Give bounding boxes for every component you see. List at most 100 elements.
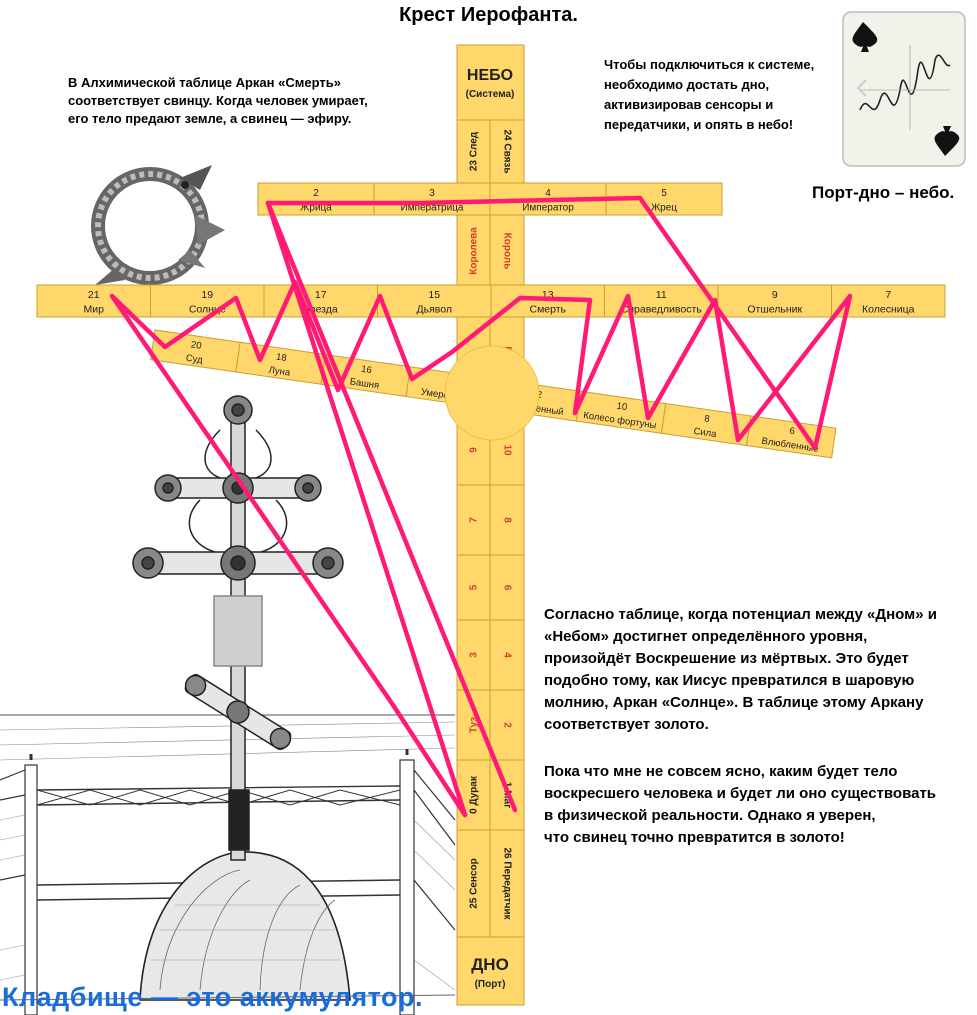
vertical-cell-label: 8 bbox=[501, 517, 512, 523]
vertical-cell-label: 9 bbox=[469, 447, 480, 453]
uncertain-note: Пока что мне не совсем ясно, каким будет… bbox=[544, 761, 974, 849]
vertical-cell-label: 10 bbox=[501, 444, 512, 456]
alchemy-note-line: В Алхимической таблице Аркан «Смерть» bbox=[68, 75, 341, 90]
zigzag-tail bbox=[390, 702, 468, 818]
vertical-cell-label: Туз bbox=[469, 717, 480, 733]
vertical-cell-label: 7 bbox=[469, 517, 480, 523]
connect-note: Чтобы подключиться к системе, необходимо… bbox=[604, 55, 844, 135]
arcana-number: 6 bbox=[789, 426, 796, 438]
arcana-number: 10 bbox=[616, 401, 628, 413]
arcana-number: 2 bbox=[313, 188, 319, 199]
alchemy-note: В Алхимической таблице Аркан «Смерть» со… bbox=[68, 74, 448, 128]
arcana-name: Жрец bbox=[651, 203, 677, 214]
cemetery-caption: Кладбище — это аккумулятор. bbox=[2, 982, 424, 1012]
arcana-name: Императрица bbox=[401, 203, 464, 214]
alchemy-note-line: соответствует свинцу. Когда человек умир… bbox=[68, 93, 368, 108]
vertical-cell-label: 24 Связь bbox=[501, 129, 512, 173]
uncertain-note-line: что свинец точно превратится в золото! bbox=[544, 829, 845, 846]
connect-note-line: необходимо достать дно, bbox=[604, 77, 770, 92]
arcana-name: Сила bbox=[693, 426, 718, 440]
arcana-name: Смерть bbox=[529, 304, 566, 316]
vertical-cell-label: 3 bbox=[469, 652, 480, 658]
port-label: Порт-дно – небо. bbox=[812, 183, 955, 202]
arcana-name: Башня bbox=[349, 376, 380, 391]
vertical-cell-label: 5 bbox=[469, 584, 480, 590]
arcana-cell bbox=[373, 182, 491, 216]
ouroboros-dragon-icon bbox=[91, 165, 225, 285]
vertical-cell bbox=[456, 554, 492, 621]
arcana-number: 8 bbox=[704, 413, 711, 425]
vertical-cell bbox=[489, 829, 525, 938]
arcana-number: 19 bbox=[201, 289, 213, 301]
arcana-number: 11 bbox=[656, 289, 667, 301]
uncertain-note-line: Пока что мне не совсем ясно, каким будет… bbox=[544, 763, 898, 780]
vertical-cell bbox=[489, 689, 525, 761]
page-title: Крест Иерофанта. bbox=[399, 4, 578, 26]
middle-crossbar: 21Мир19Солнце17Звезда15Дьявол13Смерть11С… bbox=[36, 284, 946, 318]
arcana-number: 4 bbox=[545, 188, 551, 199]
arcana-name: Дьявол bbox=[417, 304, 452, 316]
bottom-title: ДНО bbox=[471, 955, 509, 974]
vertical-cell-label: Король bbox=[501, 233, 512, 270]
arcana-name: Справедливость bbox=[621, 304, 702, 316]
vertical-cell-label: 0 Дурак bbox=[469, 775, 480, 814]
resurrection-note-line: соответствует золото. bbox=[544, 716, 709, 733]
arcana-number: 5 bbox=[661, 188, 667, 199]
arcana-cell bbox=[717, 284, 832, 318]
resurrection-note-line: подобно тому, как Иисус превратился в ша… bbox=[544, 672, 915, 689]
vertical-cell-label: Королева bbox=[469, 227, 480, 275]
arcana-name: Колесница bbox=[862, 304, 915, 316]
arcana-cell bbox=[257, 182, 375, 216]
vertical-cell-label: 23 След bbox=[469, 131, 480, 171]
vertical-cell-label: 2 bbox=[501, 722, 512, 728]
arcana-name: Мир bbox=[84, 304, 105, 316]
arcana-number: 17 bbox=[315, 289, 327, 301]
vertical-cell bbox=[489, 554, 525, 621]
vertical-cell bbox=[489, 214, 525, 288]
uncertain-note-line: в физической реальности. Однако я уверен… bbox=[544, 807, 876, 824]
vertical-cell-label: 26 Передатчик bbox=[501, 847, 512, 920]
zigzag-path bbox=[109, 195, 853, 818]
arcana-name: Отшельник bbox=[747, 304, 802, 316]
arcana-cell bbox=[235, 341, 326, 385]
sky-subtitle: (Система) bbox=[466, 89, 515, 100]
grave-fence-icon bbox=[0, 714, 456, 1015]
vertical-cell bbox=[456, 484, 492, 556]
arcana-number: 16 bbox=[360, 364, 372, 376]
arcana-number: 3 bbox=[429, 188, 435, 199]
arcana-cell bbox=[150, 284, 265, 318]
vertical-cell-label: 6 bbox=[501, 585, 512, 591]
vertical-cell bbox=[456, 689, 492, 761]
uncertain-note-line: воскресшего человека и будет ли оно суще… bbox=[544, 785, 937, 802]
arcana-number: 21 bbox=[88, 289, 100, 301]
orthodox-cross-icon bbox=[132, 395, 344, 861]
arcana-name: Император bbox=[522, 203, 574, 214]
arcana-number: 18 bbox=[275, 352, 287, 364]
connect-note-line: Чтобы подключиться к системе, bbox=[604, 57, 815, 72]
arcana-number: 7 bbox=[885, 289, 891, 301]
vertical-cell-label: 4 bbox=[501, 652, 512, 658]
alchemy-note-line: его тело предают земле, а свинец — эфиру… bbox=[68, 111, 352, 126]
arcana-cell bbox=[36, 284, 151, 318]
arcana-name: Луна bbox=[268, 365, 292, 379]
connect-note-line: передатчики, и опять в небо! bbox=[604, 117, 794, 132]
arcana-cell bbox=[150, 329, 241, 373]
sky-title: НЕБО bbox=[467, 67, 513, 84]
arcana-number: 20 bbox=[190, 339, 202, 351]
vertical-cell-label: 25 Сенсор bbox=[469, 858, 480, 909]
spade-card-icon bbox=[842, 11, 966, 167]
resurrection-note: Согласно таблице, когда потенциал между … bbox=[544, 604, 974, 736]
resurrection-note-line: произойдёт Воскрешение из мёртвых. Это б… bbox=[544, 650, 909, 667]
arcana-name: Суд bbox=[185, 353, 204, 366]
resurrection-note-line: Согласно таблице, когда потенциал между … bbox=[544, 606, 937, 623]
connect-note-line: активизировав сенсоры и bbox=[604, 97, 774, 112]
resurrection-note-line: «Небом» достигнет определённого уровня, bbox=[544, 628, 868, 645]
vertical-cell bbox=[489, 619, 525, 691]
arcana-name: Жрица bbox=[300, 203, 332, 214]
arcana-number: 15 bbox=[428, 289, 440, 301]
arcana-number: 9 bbox=[772, 289, 778, 301]
bottom-subtitle: (Порт) bbox=[475, 979, 506, 990]
